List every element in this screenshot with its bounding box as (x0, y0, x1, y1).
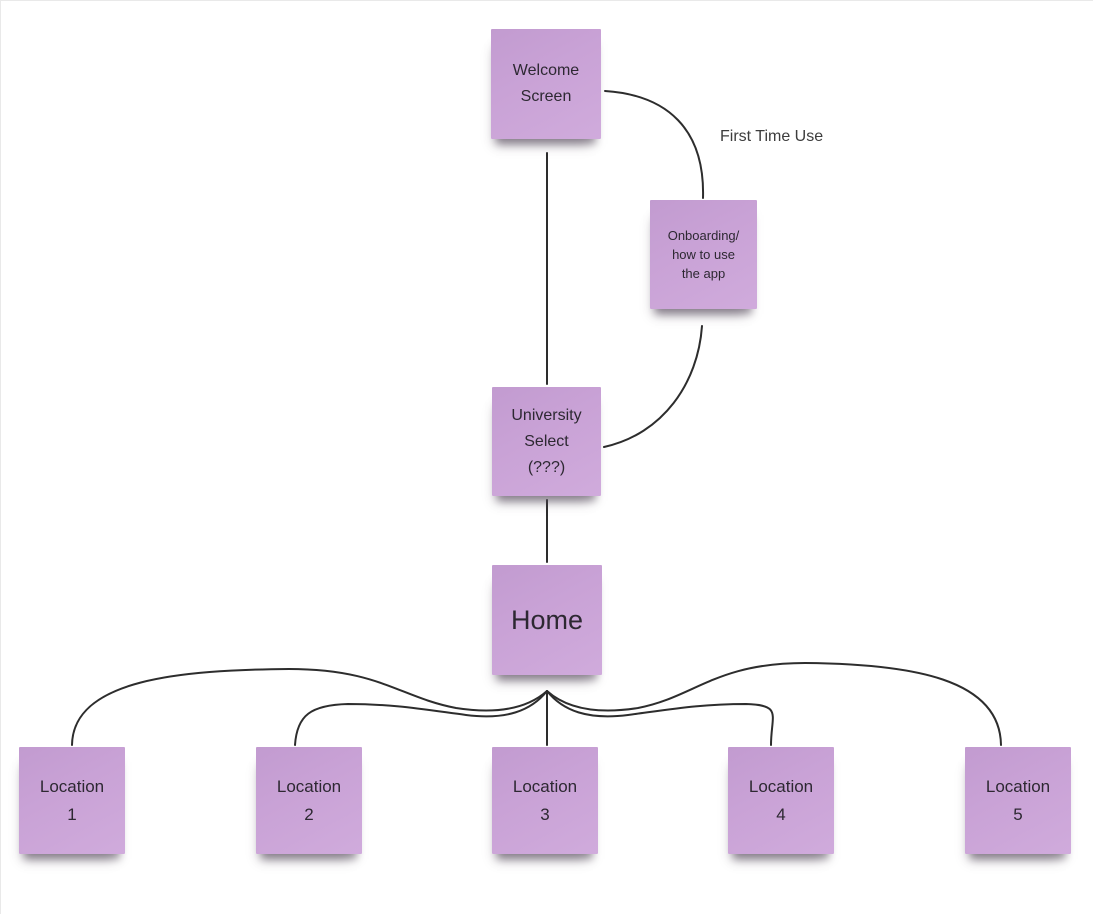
connector-home-to-location-4 (546, 690, 774, 746)
sticky-note-home[interactable]: Home (492, 565, 602, 675)
sticky-note-location-2[interactable]: Location 2 (256, 747, 362, 854)
sticky-note-onboarding[interactable]: Onboarding/ how to use the app (650, 200, 757, 309)
sticky-note-welcome-screen[interactable]: Welcome Screen (491, 29, 601, 139)
sticky-note-location-5-text: Location 5 (985, 776, 1051, 824)
connector-label-first-time-use[interactable]: First Time Use (720, 128, 824, 145)
sticky-note-location-3[interactable]: Location 3 (492, 747, 598, 854)
sticky-note-onboarding-text: Onboarding/ how to use the app (667, 228, 740, 281)
sticky-note-location-1-text: Location 1 (39, 776, 105, 824)
sticky-note-location-1[interactable]: Location 1 (19, 747, 125, 854)
sticky-note-location-2-text: Location 2 (276, 776, 342, 824)
sticky-note-home-text: Home (510, 605, 584, 635)
sticky-note-university-select-text: University Select (???) (511, 406, 582, 476)
sticky-note-location-4-text: Location 4 (748, 776, 814, 824)
sticky-note-location-4[interactable]: Location 4 (728, 747, 834, 854)
sticky-note-university-select[interactable]: University Select (???) (492, 387, 601, 496)
sticky-note-location-3-text: Location 3 (512, 776, 578, 824)
sticky-note-welcome-screen-text: Welcome Screen (512, 62, 580, 105)
sticky-note-location-5[interactable]: Location 5 (965, 747, 1071, 854)
connector-home-to-location-5 (546, 662, 1002, 746)
connector-onboarding-to-university (603, 325, 703, 448)
connector-welcome-to-onboarding (604, 90, 705, 199)
connector-home-to-location-2 (294, 690, 548, 746)
connector-home-to-location-1 (71, 668, 548, 746)
